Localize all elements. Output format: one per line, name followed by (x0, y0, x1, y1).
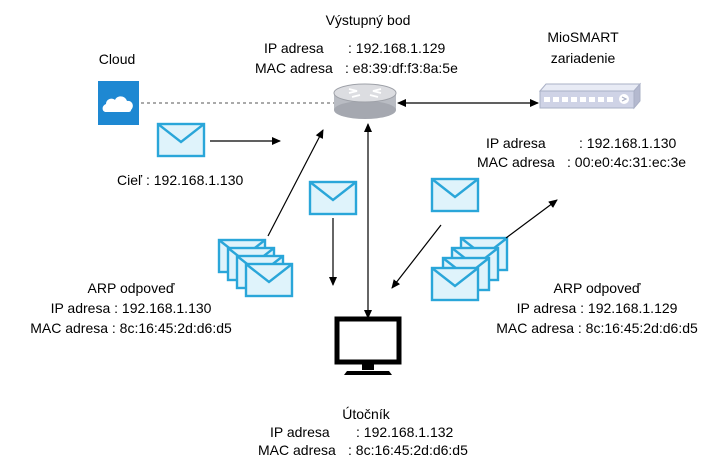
device-ip-label: IP adresa (486, 135, 546, 151)
gateway-ip-label: IP adresa (264, 40, 324, 56)
envelope-icon (156, 122, 206, 158)
attacker-ip-value: : 192.168.1.132 (356, 424, 454, 440)
arp-left-arrow (267, 129, 324, 237)
arp-right-title: ARP odpoveď (554, 280, 641, 296)
arp-left-envelope-stack (217, 238, 294, 298)
envelope-icon (430, 177, 480, 213)
device-title-line1: MioSMART (547, 29, 619, 45)
monitor-icon (334, 316, 402, 375)
cloud-icon (98, 81, 139, 125)
envelope-icon (308, 180, 358, 216)
gateway-mac-value: : e8:39:df:f3:8a:5e (345, 60, 458, 76)
arp-right-envelope-stack (430, 236, 509, 302)
gateway-ip-value: : 192.168.1.129 (348, 40, 446, 56)
cloud-title: Cloud (99, 51, 136, 67)
switch-icon (538, 82, 642, 110)
device-title-line2: zariadenie (551, 50, 616, 66)
gateway-mac-label: MAC adresa (255, 60, 333, 76)
attacker-title: Útočník (342, 406, 390, 422)
device-mac-value: : 00:e0:4c:31:ec:3e (567, 154, 686, 170)
device-ip-value: : 192.168.1.130 (579, 135, 677, 151)
attacker-mac-label: MAC adresa (258, 442, 336, 456)
cloud-target-label: Cieľ : 192.168.1.130 (117, 172, 244, 188)
arp-left-ip: IP adresa : 192.168.1.130 (51, 300, 212, 316)
device-mac-label: MAC adresa (477, 154, 555, 170)
arp-left-mac: MAC adresa : 8c:16:45:2d:d6:d5 (30, 320, 232, 336)
arp-right-mac: MAC adresa : 8c:16:45:2d:d6:d5 (496, 320, 698, 336)
router-icon (333, 83, 397, 119)
arp-right-arrow (505, 199, 558, 239)
gateway-title: Výstupný bod (326, 12, 411, 28)
arp-right-ip: IP adresa : 192.168.1.129 (517, 300, 678, 316)
arp-left-title: ARP odpoveď (88, 280, 175, 296)
device-to-attacker-arrow (391, 224, 442, 289)
attacker-ip-label: IP adresa (270, 424, 330, 440)
attacker-mac-value: : 8c:16:45:2d:d6:d5 (348, 442, 468, 456)
